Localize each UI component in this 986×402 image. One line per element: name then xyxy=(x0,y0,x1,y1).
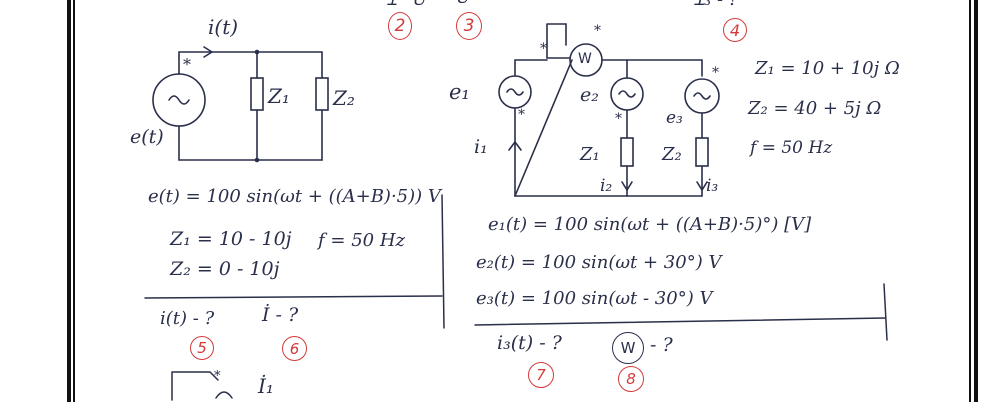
right-star-2: * xyxy=(594,23,601,39)
page-left-border-inner xyxy=(73,0,75,402)
right-question-i3: i₃(t) - ? xyxy=(497,332,562,354)
right-e2-equation: e₂(t) = 100 sin(ωt + 30°) V xyxy=(476,252,722,273)
params-f: f = 50 Hz xyxy=(750,138,833,158)
page-right-border xyxy=(969,0,971,402)
right-i2-label: i₂ xyxy=(600,176,613,196)
marker-5: 5 xyxy=(190,336,214,360)
left-z2-label: Z₂ xyxy=(333,86,355,110)
bottom-star-mark: * xyxy=(214,369,221,384)
top-fragment-c: Ū xyxy=(456,0,470,7)
right-e3-label: e₃ xyxy=(666,108,683,128)
right-question-wattmeter: - ? xyxy=(650,334,673,356)
marker-8: 8 xyxy=(618,366,644,392)
marker-3: 3 xyxy=(456,12,482,40)
divider-lines xyxy=(144,194,888,401)
wattmeter-symbol: W xyxy=(612,332,644,364)
wattmeter-label: W xyxy=(578,51,592,67)
left-frequency: f = 50 Hz xyxy=(318,230,405,251)
right-star-5: * xyxy=(712,65,719,81)
right-e2-label: e₂ xyxy=(580,84,599,106)
params-z2: Z₂ = 40 + 5j Ω xyxy=(748,98,882,119)
right-circuit-wires xyxy=(498,23,720,197)
right-star-4: * xyxy=(615,111,622,127)
marker-7: 7 xyxy=(528,362,554,388)
right-i3-label: i₃ xyxy=(706,176,719,196)
left-current-label: i(t) xyxy=(208,15,239,39)
bottom-current-label: İ₁ xyxy=(258,374,274,398)
left-z1-value: Z₁ = 10 - 10j xyxy=(170,228,292,250)
marker-6: 6 xyxy=(282,336,307,361)
right-e1-equation: e₁(t) = 100 sin(ωt + ((A+B)·5)°) [V] xyxy=(488,214,812,235)
page-right-border-outer xyxy=(974,0,978,402)
marker-2: 2 xyxy=(388,12,412,40)
left-z2-value: Z₂ = 0 - 10j xyxy=(170,258,280,280)
left-question-current: i(t) - ? xyxy=(160,308,215,329)
right-e1-label: e₁ xyxy=(449,80,470,104)
right-star-3: * xyxy=(518,107,525,123)
params-z1: Z₁ = 10 + 10j Ω xyxy=(755,58,900,79)
page-left-border xyxy=(67,0,71,402)
left-circuit-wires xyxy=(152,46,329,161)
left-z1-label: Z₁ xyxy=(268,84,290,108)
top-fragment-b: Ɪ · Ū xyxy=(387,0,427,10)
left-source-label: e(t) xyxy=(130,126,164,148)
top-fragment-d: Ɪ₃ - ? xyxy=(694,0,738,9)
left-source-equation: e(t) = 100 sin(ωt + ((A+B)·5)) V xyxy=(148,186,441,207)
right-star-1: * xyxy=(540,41,547,57)
right-z1-label: Z₁ xyxy=(580,144,600,165)
left-question-phasor: İ - ? xyxy=(262,304,299,326)
right-z2-label: Z₂ xyxy=(662,144,682,165)
right-i1-label: i₁ xyxy=(474,136,488,158)
marker-4: 4 xyxy=(723,18,747,42)
left-star-mark: * xyxy=(183,55,191,74)
right-e3-equation: e₃(t) = 100 sin(ωt - 30°) V xyxy=(476,288,713,309)
